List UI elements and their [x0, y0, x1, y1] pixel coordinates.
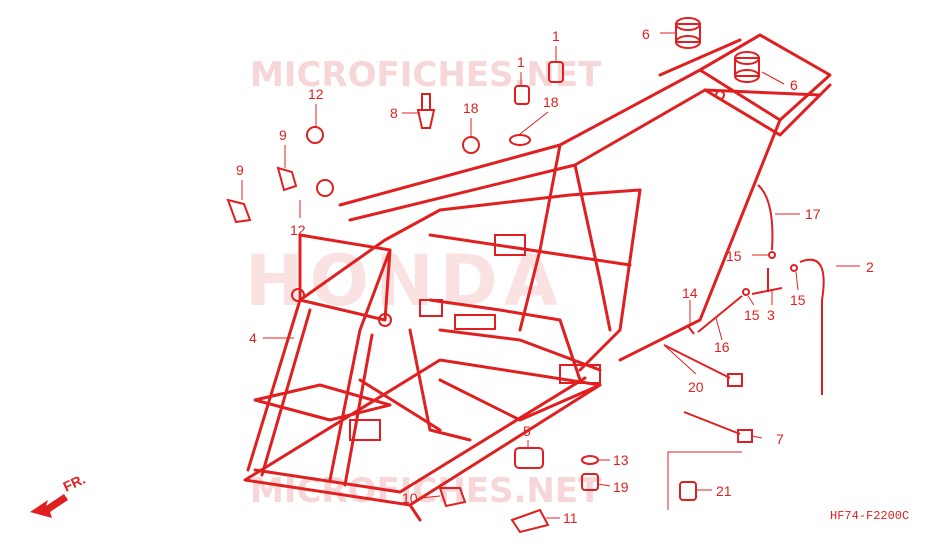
- callout-17: 17: [805, 206, 821, 222]
- part-3-joint: [751, 268, 783, 295]
- arrow-icon: [30, 494, 68, 518]
- part-9-clamps: [226, 166, 298, 224]
- callout-5: 5: [523, 423, 531, 439]
- part-13-washer: [581, 455, 599, 465]
- callout-13: 13: [613, 452, 629, 468]
- part-18-grommets: [462, 134, 531, 154]
- part-19-bolt: [581, 473, 599, 491]
- callout-7: 7: [776, 431, 784, 447]
- callout-12: 12: [290, 222, 306, 238]
- callout-6: 6: [642, 26, 650, 42]
- callout-12: 12: [308, 86, 324, 102]
- part-8-bolt: [416, 93, 436, 129]
- part-6b-cap: [734, 51, 760, 83]
- part-7-bolt: [683, 411, 753, 443]
- callout-19: 19: [613, 479, 629, 495]
- callout-9: 9: [236, 162, 244, 178]
- group-bracket: [667, 451, 742, 510]
- part-17-hose: [757, 184, 774, 251]
- leader-lines: [241, 32, 860, 519]
- callout-4: 4: [249, 330, 257, 346]
- callout-21: 21: [716, 483, 732, 499]
- callout-10: 10: [402, 490, 418, 506]
- callout-15: 15: [790, 292, 806, 308]
- part-10-clamp: [438, 487, 467, 508]
- part-15-clips: [742, 251, 798, 296]
- callout-9: 9: [279, 127, 287, 143]
- part-11-clamp: [510, 508, 550, 534]
- front-direction-arrow: FR.: [30, 471, 88, 518]
- callout-6: 6: [790, 77, 798, 93]
- part-2-hose: [799, 258, 825, 395]
- callout-11: 11: [563, 510, 578, 526]
- part-21-bolt: [679, 481, 697, 501]
- part-5-collar: [514, 447, 544, 469]
- callout-15: 15: [726, 248, 742, 264]
- callout-16: 16: [714, 339, 730, 355]
- watermark-honda: HONDA: [245, 240, 564, 322]
- part-14-clip: [687, 325, 695, 335]
- part-16-tube: [697, 295, 743, 333]
- callout-8: 8: [390, 105, 398, 121]
- callout-2: 2: [866, 259, 874, 275]
- callout-15: 15: [744, 307, 760, 323]
- watermark-top: MICROFICHES.NET: [250, 55, 602, 95]
- part-6a-cap: [675, 17, 701, 49]
- callout-14: 14: [682, 285, 698, 301]
- callout-1: 1: [517, 54, 525, 70]
- callout-18: 18: [463, 100, 479, 116]
- part-20-bolt: [663, 344, 743, 387]
- callout-3: 3: [767, 307, 775, 323]
- callout-18: 18: [543, 94, 559, 110]
- part-12-grommets: [306, 126, 334, 197]
- callout-1: 1: [552, 28, 560, 44]
- main-frame: [243, 33, 832, 522]
- direction-label: FR.: [61, 471, 88, 495]
- callout-20: 20: [688, 379, 704, 395]
- diagram-code: HF74-F2200C: [830, 509, 909, 523]
